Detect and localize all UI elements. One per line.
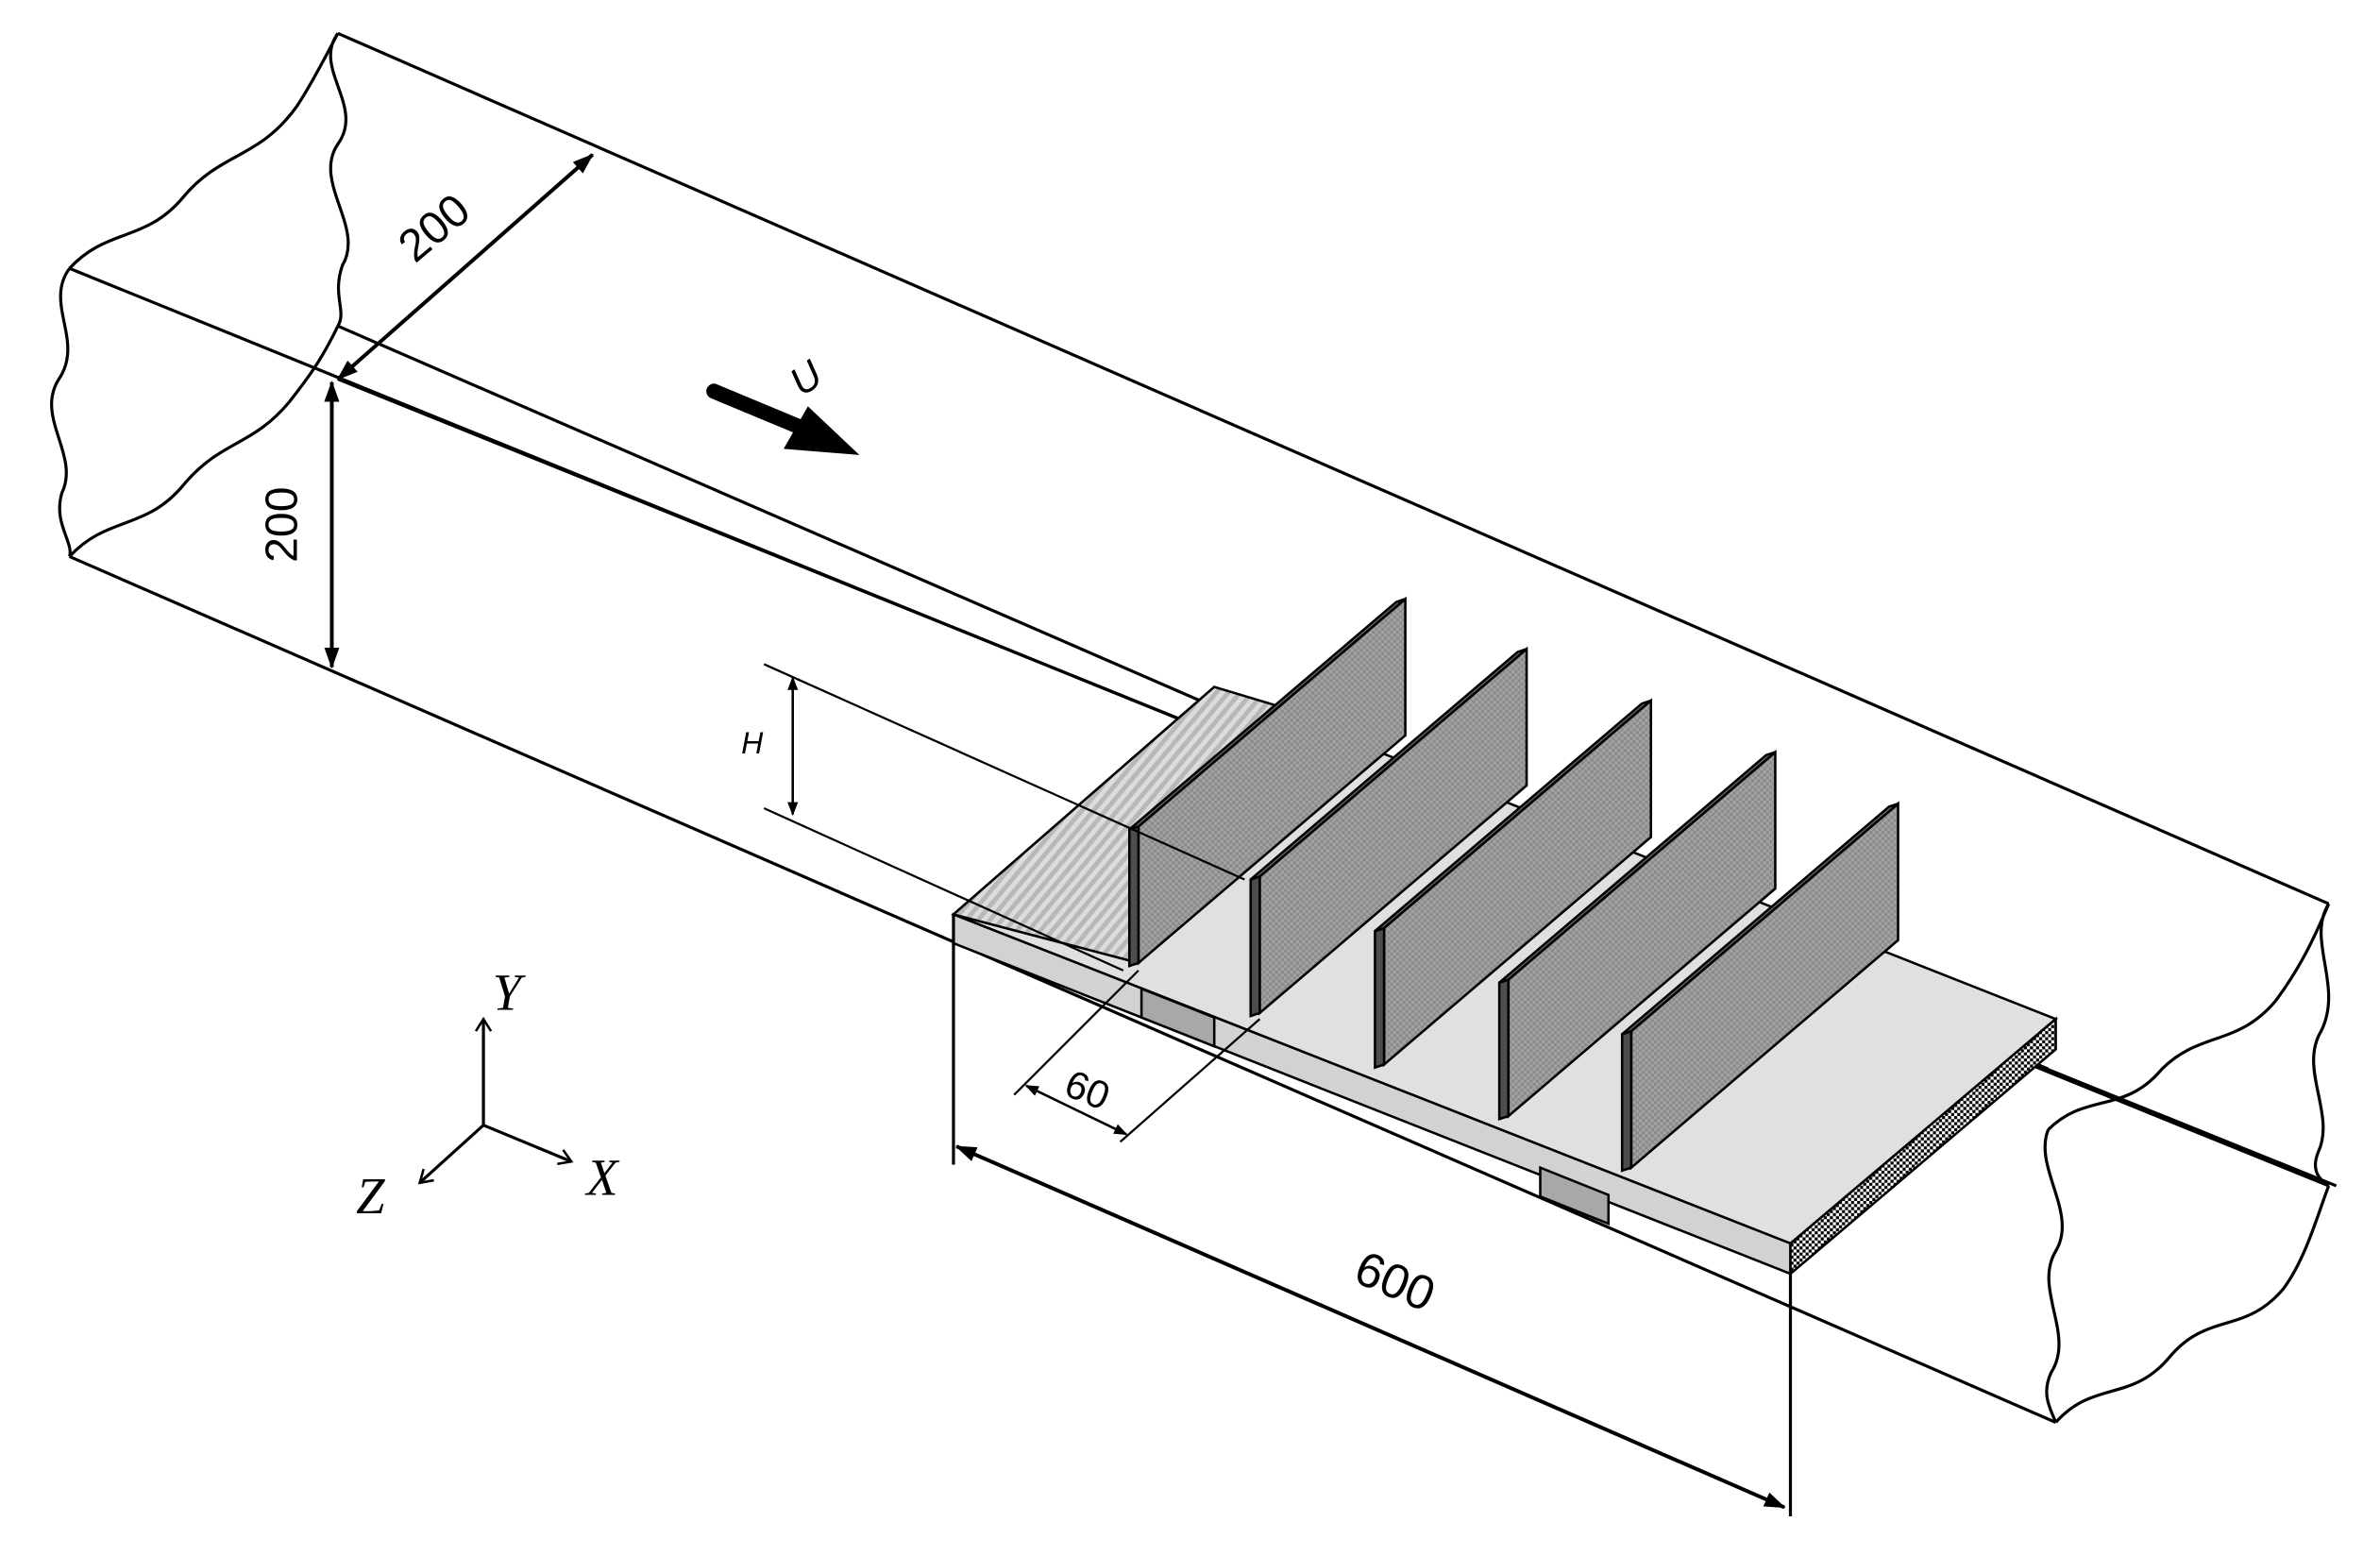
inlet-cut-top-edge [68, 32, 340, 270]
dim-60-extension-2 [1119, 1018, 1261, 1143]
coordinate-axes [417, 1016, 574, 1185]
dim-plate-length [952, 914, 1793, 1517]
dim-height-label: 200 [257, 487, 308, 563]
flow-arrow-head [784, 406, 860, 455]
dim-rib-spacing [1013, 970, 1261, 1143]
outlet-cut-left-edge [2043, 1128, 2064, 1424]
x-axis-arrow [482, 1124, 574, 1166]
dim-width-arrow [336, 153, 595, 381]
plate-support-front [1139, 987, 1216, 1049]
plate-end-face [1789, 1016, 2057, 1277]
channel-edge-top-back [337, 31, 2330, 905]
dim-600-arrow [954, 1144, 1786, 1510]
rib-front-edge [1497, 977, 1511, 1122]
inlet-cut-back-edge [329, 32, 350, 328]
rib-top-edge [1498, 751, 1777, 984]
flow-velocity-label: U [782, 351, 831, 404]
dim-channel-height: 200 [257, 381, 340, 669]
rib-front-edge [1374, 926, 1386, 1070]
rib-1 [1127, 596, 1407, 968]
dim-channel-width: 200 [336, 153, 595, 381]
rib-top-edge [1374, 699, 1652, 933]
rib-5 [1620, 801, 1899, 1173]
dim-h-label: H [741, 726, 764, 760]
outlet-cut-right-edge [2312, 903, 2331, 1188]
dim-rib-height [763, 663, 1245, 972]
rib-top-edge [1249, 648, 1528, 881]
flow-arrow-shaft [706, 383, 813, 437]
rib-front-edge [1127, 824, 1140, 968]
dim-60-label: 60 [1059, 1061, 1117, 1119]
ribs [1127, 596, 1899, 1173]
z-axis-arrow [417, 1124, 485, 1185]
rib-2 [1249, 646, 1528, 1018]
rib-4 [1497, 749, 1777, 1122]
z-axis-label: Z [356, 1167, 385, 1225]
flow-direction: U [706, 351, 860, 455]
y-axis-label: Y [493, 964, 527, 1022]
dim-h-extension-bottom [763, 807, 1124, 972]
rib-front-edge [1249, 874, 1261, 1018]
dim-60-arrow [1024, 1084, 1128, 1136]
dim-width-label: 200 [389, 184, 480, 272]
outlet-cut-top-edge [2047, 903, 2331, 1131]
rib-3 [1374, 698, 1653, 1070]
x-axis-label: X [584, 1149, 620, 1207]
dim-600-label: 600 [1347, 1240, 1443, 1322]
rib-front-edge [1620, 1029, 1633, 1173]
dim-h-extension-top [763, 663, 1245, 881]
outlet-cut-bottom-edge [2054, 1185, 2331, 1424]
rib-top-edge [1621, 802, 1899, 1036]
inlet-cut-left-edge [50, 267, 72, 557]
dim-60-extension-1 [1013, 970, 1139, 1096]
inlet-cut-bottom-edge [68, 325, 340, 558]
